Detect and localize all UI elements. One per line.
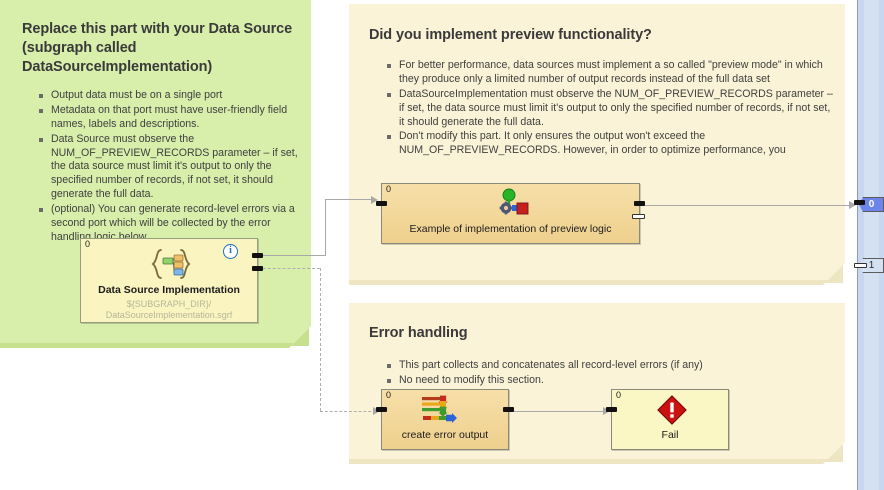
phase-gear-arrow-icon [499, 188, 529, 215]
list-item: Output data must be on a single port [38, 89, 302, 103]
list-item: No need to modify this section. [386, 374, 826, 388]
error-diamond-icon [657, 395, 687, 425]
note-fold-corner [823, 263, 845, 285]
node-input-port-number: 0 [616, 390, 622, 400]
node-input-port-number: 0 [386, 390, 392, 400]
node-create-error-output[interactable]: 0 create error output [376, 389, 514, 450]
node-label: Example of implementation of preview log… [409, 223, 612, 235]
node-preview-logic[interactable]: 0 Example of implementation of preview l… [376, 183, 645, 244]
concatenate-arrows-icon [422, 395, 457, 423]
node-input-port-0[interactable] [606, 407, 617, 412]
list-item: (optional) You can generate record-level… [38, 203, 302, 245]
node-input-port-number: 0 [85, 239, 91, 249]
wire-segment-dashed [258, 268, 320, 269]
node-label: create error output [401, 429, 489, 441]
info-icon[interactable]: i [223, 244, 238, 259]
node-label: Data Source Implementation [98, 284, 240, 296]
wire-segment [325, 199, 326, 256]
wire-segment [641, 205, 854, 206]
right-side-panel-inner [864, 0, 879, 490]
note-title-error-handling: Error handling [369, 325, 468, 341]
node-output-port-1[interactable] [632, 214, 645, 219]
right-side-panel[interactable]: 0 1 [854, 0, 884, 490]
list-item: Metadata on that port must have user-fri… [38, 104, 302, 132]
list-item: For better performance, data sources mus… [386, 59, 833, 87]
wire-segment-dashed [320, 268, 321, 411]
node-fail[interactable]: 0 Fail [606, 389, 729, 450]
wire-arrowhead [371, 196, 378, 204]
note-bullets-error-handling: This part collects and concatenates all … [386, 359, 826, 389]
edge-port-1-stub[interactable] [854, 263, 867, 268]
wire-segment [510, 411, 606, 412]
list-item: This part collects and concatenates all … [386, 359, 826, 373]
list-item: Data Source must observe the NUM_OF_PREV… [38, 133, 302, 202]
note-title-preview: Did you implement preview functionality? [369, 27, 652, 43]
subgraph-braces-icon [151, 249, 191, 279]
edge-port-label: 1 [868, 260, 875, 271]
node-input-port-0[interactable] [376, 201, 387, 206]
wire-segment [258, 255, 326, 256]
note-fold-corner [289, 326, 311, 348]
note-data-source[interactable]: Replace this part with your Data Source … [0, 0, 311, 348]
note-title-data-source: Replace this part with your Data Source … [22, 21, 293, 76]
wire-arrowhead [849, 201, 856, 209]
node-output-port-0[interactable] [634, 201, 645, 206]
note-fold-corner [823, 442, 845, 464]
wire-segment [325, 199, 374, 200]
edge-port-label: 0 [868, 199, 875, 210]
note-bottom-shadow [349, 280, 845, 285]
node-output-port-1[interactable] [252, 266, 263, 271]
node-subgraph-path-line1: ${SUBGRAPH_DIR}/ [126, 299, 212, 309]
note-bottom-shadow [0, 343, 311, 348]
list-item: DataSourceImplementation must observe th… [386, 88, 833, 130]
node-input-port-0[interactable] [376, 407, 387, 412]
node-input-port-number: 0 [386, 184, 392, 194]
node-label: Fail [661, 429, 679, 441]
list-item: Don't modify this part. It only ensures … [386, 130, 833, 158]
node-subgraph-path-line2: DataSourceImplementation.sgrf [105, 310, 233, 320]
node-output-port-0[interactable] [503, 407, 514, 412]
node-output-port-0[interactable] [252, 253, 263, 258]
node-data-source-implementation[interactable]: 0 i Data Source Implementation ${SUBGRAP… [80, 238, 263, 323]
note-bullets-preview: For better performance, data sources mus… [386, 59, 833, 159]
edge-port-0-stub[interactable] [854, 200, 865, 205]
note-bottom-shadow [349, 459, 845, 464]
note-bullets-data-source: Output data must be on a single port Met… [38, 89, 302, 246]
wire-segment-dashed [320, 411, 376, 412]
